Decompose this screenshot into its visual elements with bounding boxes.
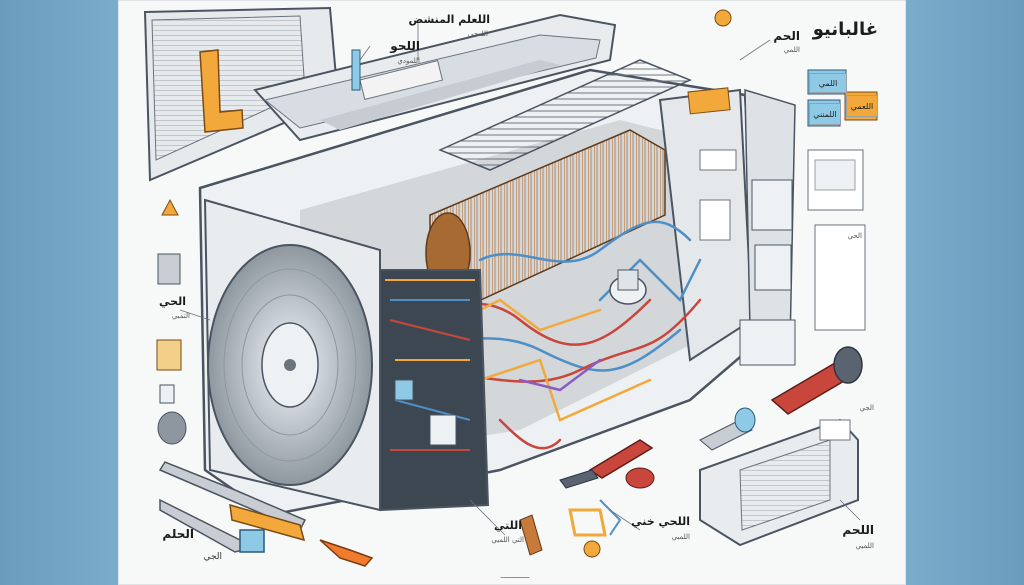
callout-right-mid-sub: الجي: [859, 404, 874, 412]
callout-bottom-right: اللحم: [842, 523, 874, 537]
callout-top-center: اللعلم المنشض: [408, 13, 490, 26]
tools-bottom-middle: [519, 439, 655, 558]
keyboard-panel-tag: اللمنني: [809, 103, 841, 125]
callout-left-mid: الحي: [159, 295, 186, 308]
callout-right-top-sub: اللمي: [783, 46, 800, 54]
blue-panel-tag: اللمي: [809, 73, 847, 93]
left-side-parts: [156, 198, 187, 445]
callout-upper-left: اللحو: [390, 39, 420, 53]
callout-bottom-left-sub: الجي: [203, 552, 222, 562]
callout-left-mid-sub: التمبي: [171, 312, 190, 320]
callout-right-top: الحم: [773, 29, 800, 43]
footer-text: ــــــــــــــ: [500, 572, 530, 580]
callout-bottom-center: اللتي: [493, 519, 522, 532]
right-panel-heading: الحي: [847, 232, 862, 240]
rear-outdoor-unit: [143, 6, 340, 182]
tools-bottom-left: [158, 461, 374, 567]
callout-lines: [179, 22, 861, 536]
callout-top-center-sub: اللعجي: [467, 30, 488, 38]
callout-bottom-center-sub: التي اللميي: [491, 536, 524, 544]
callout-upper-left-sub: اللمودي: [397, 57, 420, 65]
right-components: [699, 346, 863, 547]
callout-bottom-mid-right: اللحي خني: [631, 515, 690, 528]
circuit-board-cutaway: [379, 269, 490, 512]
yellow-panel-tag: اللعمي: [846, 95, 878, 117]
compressor-valve: [609, 269, 647, 305]
condenser-fan: [203, 198, 381, 512]
indoor-unit-housing: [253, 13, 617, 142]
callout-bottom-mid-right-sub: اللمبي: [671, 533, 690, 541]
diagram-title: غالبانيو: [812, 19, 878, 40]
top-small-parts: [351, 9, 732, 91]
callout-bottom-right-sub: اللميي: [855, 542, 874, 550]
callout-bottom-left: الحلم: [162, 527, 194, 541]
